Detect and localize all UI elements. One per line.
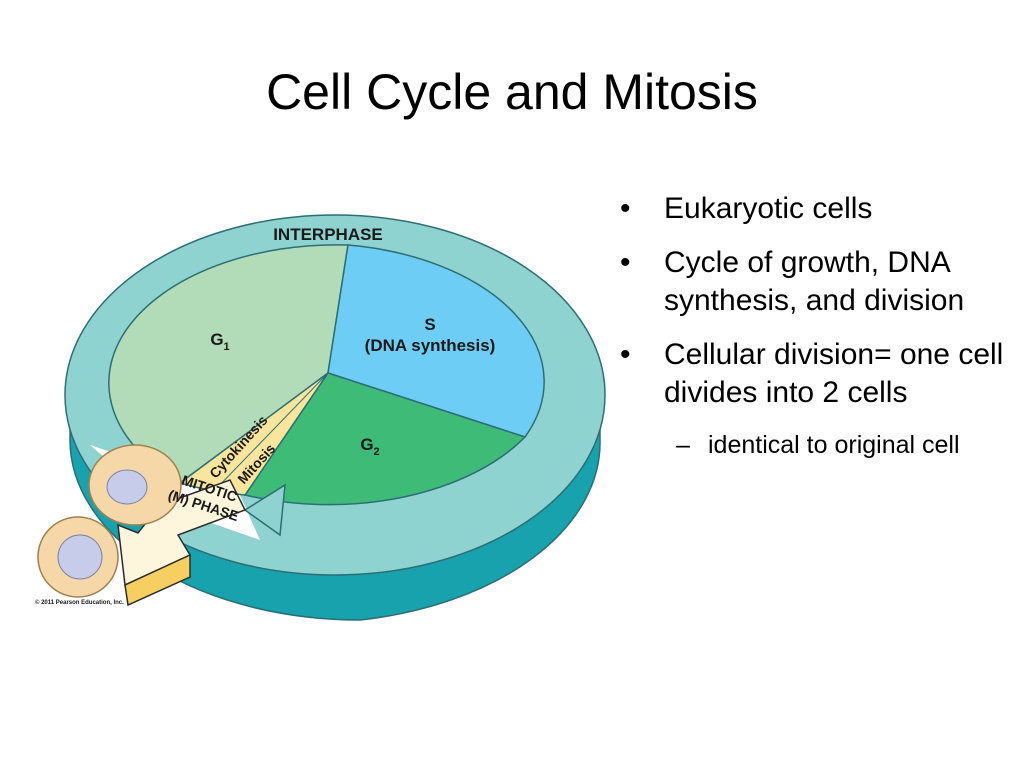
- s-wedge: [327, 244, 545, 438]
- sub-bullet-marker: –: [676, 431, 690, 459]
- daughter-cell-bottom: [37, 516, 119, 598]
- bullet-marker: •: [620, 338, 631, 371]
- bullet-list: • Eukaryotic cells • Cycle of growth, DN…: [620, 190, 1010, 462]
- ring-arrowhead: [243, 483, 286, 537]
- bullet-text: Eukaryotic cells: [664, 192, 873, 225]
- s-sub-label: (DNA synthesis): [365, 336, 496, 355]
- daughter-cell-top: [88, 444, 182, 526]
- bullet-text: Cellular division= one cell divides into…: [664, 338, 1004, 409]
- g2-label: G2: [360, 435, 379, 458]
- bullet-item: • Cycle of growth, DNA synthesis, and di…: [620, 244, 1010, 320]
- bullet-text: Cycle of growth, DNA synthesis, and divi…: [664, 246, 965, 317]
- bullet-item: • Eukaryotic cells: [620, 190, 1010, 228]
- s-label: S: [424, 315, 435, 334]
- sub-bullet-item: – identical to original cell: [676, 428, 1010, 462]
- copyright-label: © 2011 Pearson Education, Inc.: [35, 599, 124, 606]
- slide-title: Cell Cycle and Mitosis: [266, 64, 758, 120]
- g1-label: G1: [210, 330, 229, 353]
- bullet-item: • Cellular division= one cell divides in…: [620, 336, 1010, 412]
- interphase-label: INTERPHASE: [273, 225, 383, 244]
- sub-bullet-text: identical to original cell: [708, 431, 960, 459]
- bullet-marker: •: [620, 246, 631, 279]
- cell-cycle-graphic: INTERPHASE G1 S (DNA synthesis) G2 Cytok…: [35, 214, 606, 621]
- bullet-marker: •: [620, 192, 631, 225]
- cell-cycle-diagram: INTERPHASE G1 S (DNA synthesis) G2 Cytok…: [30, 205, 610, 625]
